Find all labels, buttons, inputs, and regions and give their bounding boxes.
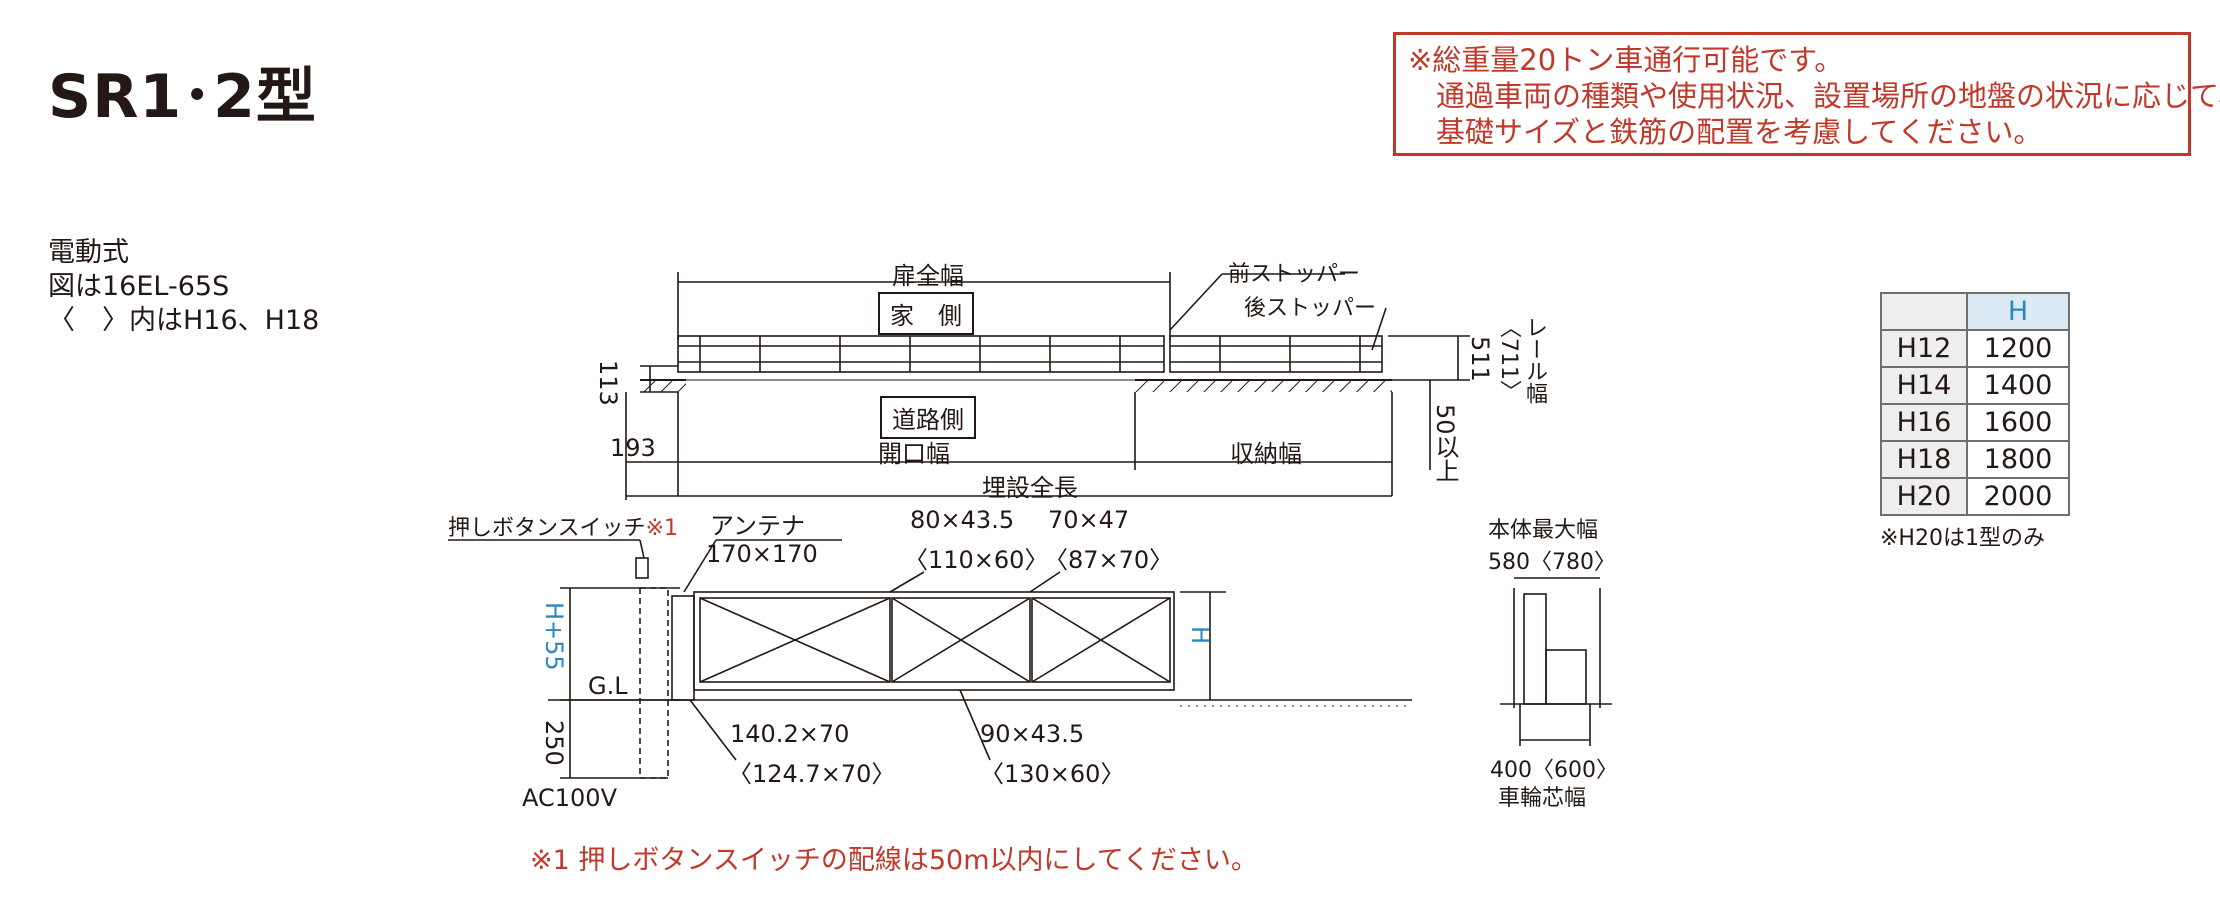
dim-511: 511 [1466,336,1494,382]
height-table: H H12 1200 H14 1400 H16 1600 H18 1800 H2… [1880,292,2070,516]
dim-113: 113 [594,360,622,406]
rail-width-label: レール幅 [1522,316,1547,404]
member4-alt-size: 〈130×60〉 [980,760,1125,788]
road-side-label: 道路側 [880,396,976,439]
table-row: H18 1800 [1880,440,2070,479]
table-row: H16 1600 [1880,403,2070,442]
height-value: 2000 [1966,477,2070,516]
page-title: SR1･2型 [48,62,317,132]
height-key: H12 [1880,329,1968,368]
buried-length-label: 埋設全長 [982,474,1078,502]
height-value: 1800 [1966,440,2070,479]
dim-50-or-more: 50以上 [1431,404,1459,483]
height-table-header: H [1880,292,2070,331]
height-table-h-header: H [1966,292,2070,331]
table-row: H12 1200 [1880,329,2070,368]
dim-250: 250 [540,720,568,766]
antenna-label: アンテナ [710,512,806,540]
house-side-label: 家 側 [878,292,974,335]
weight-note-box [1393,32,2191,156]
spec-line1: 電動式 [48,237,129,268]
storage-width-label: 収納幅 [1230,440,1302,468]
height-key: H20 [1880,477,1968,516]
weight-note-line2: 通過車両の種類や使用状況、設置場所の地盤の状況に応じて、 [1436,79,2220,113]
body-max-width-value: 580〈780〉 [1488,550,1616,575]
footer-note: ※1 押しボタンスイッチの配線は50m以内にしてください。 [530,845,1258,876]
member2-size: 70×47 [1048,506,1130,534]
height-table-corner [1880,292,1968,331]
member4-size: 90×43.5 [980,720,1085,748]
wheel-distance-label: 車輪芯幅 [1498,786,1587,811]
height-key: H14 [1880,366,1968,405]
dim-193: 193 [610,434,656,462]
dim-711: 〈711〉 [1496,316,1521,402]
rear-stopper-label: 後ストッパー [1244,296,1377,321]
dim-h-plus-55: H+55 [540,602,568,671]
spec-line3: 〈 〉内はH16、H18 [48,305,320,336]
front-stopper-label: 前ストッパー [1228,262,1361,287]
spec-line2: 図は16EL-65S [48,271,230,302]
member1-size: 80×43.5 [910,506,1015,534]
height-value: 1400 [1966,366,2070,405]
push-button-text: 押しボタンスイッチ [448,516,646,541]
door-full-width-label: 扉全幅 [892,262,964,290]
table-row: H20 2000 [1880,477,2070,516]
weight-note-line1: ※総重量20トン車通行可能です。 [1408,43,1844,77]
push-button-label: 押しボタンスイッチ※1 [448,510,678,542]
weight-note-line3: 基礎サイズと鉄筋の配置を考慮してください。 [1436,115,2043,149]
member3-alt-size: 〈124.7×70〉 [728,760,896,788]
height-key: H16 [1880,403,1968,442]
member1-alt-size: 〈110×60〉 [904,546,1049,574]
opening-width-label: 開口幅 [878,440,950,468]
body-max-width-label: 本体最大幅 [1488,518,1599,543]
member3-size: 140.2×70 [730,720,850,748]
ac100v-label: AC100V [522,784,617,812]
height-key: H18 [1880,440,1968,479]
gl-label: G.L [588,672,628,700]
table-row: H14 1400 [1880,366,2070,405]
wheel-distance-value: 400〈600〉 [1490,758,1618,783]
height-value: 1200 [1966,329,2070,368]
height-value: 1600 [1966,403,2070,442]
member2-alt-size: 〈87×70〉 [1044,546,1174,574]
dim-h: H [1186,626,1214,645]
push-button-mark: ※1 [645,516,678,541]
height-table-footnote: ※H20は1型のみ [1880,526,2045,551]
antenna-size: 170×170 [706,540,818,568]
